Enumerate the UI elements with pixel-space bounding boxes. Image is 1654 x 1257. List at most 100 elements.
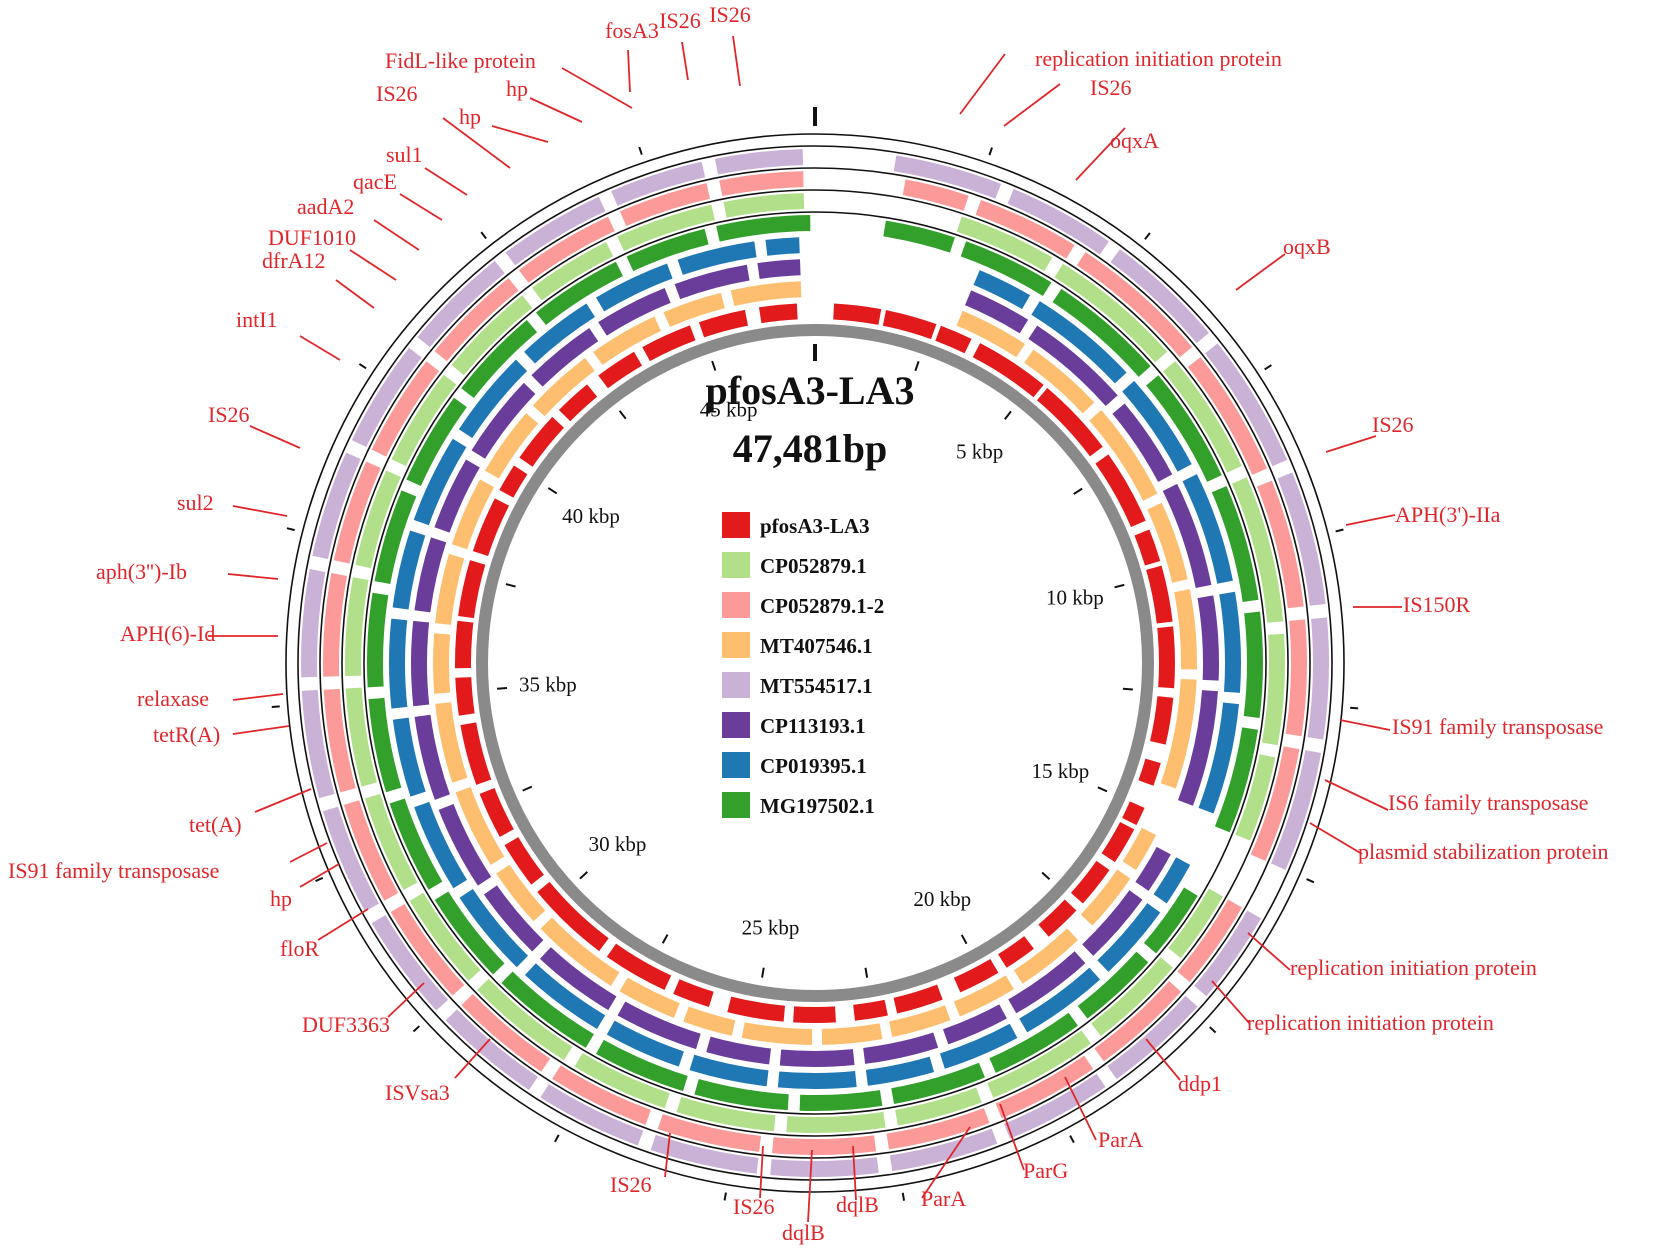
kbp-tick-label: 5 kbp bbox=[956, 440, 1003, 464]
ring-mg197502-1 bbox=[363, 211, 1267, 1115]
gene-label: dfrA12 bbox=[262, 248, 326, 273]
leader-line bbox=[852, 1145, 857, 1201]
feature-block bbox=[301, 690, 335, 799]
feature-block bbox=[461, 993, 551, 1072]
feature-block bbox=[758, 303, 798, 324]
feature-block bbox=[389, 618, 408, 709]
feature-block bbox=[1219, 591, 1242, 693]
feature-block bbox=[501, 971, 594, 1048]
backbone-ring bbox=[476, 324, 1154, 1002]
feature-block bbox=[1174, 589, 1197, 670]
gene-label: qacE bbox=[353, 169, 397, 194]
feature-block bbox=[683, 1006, 736, 1036]
gene-label-group: ddp1 bbox=[1145, 1038, 1222, 1096]
feature-block bbox=[1285, 619, 1308, 737]
leader-line bbox=[491, 125, 549, 143]
gene-label-group: IS26 bbox=[709, 2, 751, 87]
feature-block bbox=[1013, 928, 1079, 984]
inner-tick bbox=[505, 583, 516, 588]
leader-line bbox=[299, 863, 340, 888]
feature-block bbox=[391, 374, 457, 467]
gene-label-group: tetR(A) bbox=[153, 722, 290, 747]
inner-tick bbox=[618, 410, 627, 420]
feature-block bbox=[496, 864, 546, 922]
feature-block bbox=[1261, 633, 1285, 746]
feature-block bbox=[435, 702, 468, 783]
leader-line bbox=[1064, 1076, 1097, 1141]
feature-block bbox=[343, 800, 399, 901]
gene-label-group: qacE bbox=[353, 169, 443, 221]
feature-block bbox=[786, 1111, 886, 1133]
kbp-tick-label: 35 kbp bbox=[519, 673, 577, 697]
feature-block bbox=[524, 303, 595, 364]
feature-block bbox=[558, 384, 598, 422]
gene-label: IS91 family transposase bbox=[8, 858, 219, 883]
feature-block bbox=[1003, 1073, 1106, 1139]
feature-block bbox=[535, 261, 623, 326]
feature-block bbox=[975, 199, 1075, 259]
leader-line bbox=[254, 788, 312, 813]
ring-mt407546-1 bbox=[433, 281, 1197, 1045]
feature-block bbox=[461, 320, 538, 399]
leader-line bbox=[249, 425, 301, 449]
feature-block bbox=[433, 633, 451, 694]
feature-block bbox=[1019, 967, 1101, 1033]
leader-line bbox=[681, 41, 689, 81]
feature-block bbox=[455, 786, 505, 866]
legend-label: CP052879.1-2 bbox=[760, 594, 884, 618]
feature-block bbox=[663, 292, 725, 328]
feature-block bbox=[1194, 910, 1262, 997]
gene-label-group: ISVsa3 bbox=[385, 1038, 491, 1105]
feature-block bbox=[1235, 754, 1276, 841]
outer-tick bbox=[1335, 528, 1344, 533]
feature-block bbox=[956, 310, 1026, 358]
feature-block bbox=[606, 1020, 684, 1067]
gene-label: sul2 bbox=[177, 490, 214, 515]
feature-block bbox=[935, 325, 972, 354]
legend-label: CP113193.1 bbox=[760, 714, 866, 738]
outer-tick bbox=[554, 1134, 560, 1143]
feature-block bbox=[479, 788, 514, 837]
feature-block bbox=[1101, 821, 1135, 863]
feature-block bbox=[455, 620, 474, 669]
gene-label-group: plasmid stabilization protein bbox=[1309, 822, 1609, 864]
legend-swatch bbox=[722, 792, 750, 818]
feature-block bbox=[1157, 626, 1175, 689]
outer-tick bbox=[1209, 1026, 1217, 1034]
gene-label: IS26 bbox=[733, 1194, 775, 1219]
feature-block bbox=[1177, 899, 1242, 982]
gene-label: IS26 bbox=[376, 81, 418, 106]
leader-line bbox=[807, 1149, 813, 1223]
gene-label-group: hp bbox=[459, 104, 549, 143]
feature-block bbox=[821, 1023, 883, 1045]
feature-block bbox=[1007, 188, 1109, 255]
feature-block bbox=[406, 397, 467, 487]
gene-label-group: DUF3363 bbox=[302, 982, 425, 1037]
feature-block bbox=[1146, 375, 1222, 482]
feature-block bbox=[714, 149, 804, 175]
feature-block bbox=[953, 958, 999, 993]
gene-label-group: aadA2 bbox=[297, 194, 420, 251]
feature-block bbox=[368, 697, 402, 793]
feature-block bbox=[757, 259, 801, 279]
legend-item: CP019395.1 bbox=[722, 752, 867, 778]
leader-line bbox=[759, 1145, 764, 1199]
gene-label: IS26 bbox=[1372, 412, 1414, 437]
leader-line bbox=[227, 573, 279, 580]
feature-block bbox=[1143, 887, 1198, 954]
gene-label: IS26 bbox=[709, 2, 751, 27]
feature-block bbox=[626, 228, 709, 272]
gene-label: ParA bbox=[921, 1186, 966, 1211]
feature-block bbox=[524, 963, 606, 1029]
gene-label: tetR(A) bbox=[153, 722, 220, 747]
feature-block bbox=[458, 560, 486, 619]
gene-label-group: ParA bbox=[1064, 1076, 1143, 1152]
feature-block bbox=[965, 290, 1029, 334]
gene-label-group: hp bbox=[270, 863, 340, 911]
feature-block bbox=[1089, 410, 1158, 501]
leader-line bbox=[1247, 932, 1291, 971]
feature-block bbox=[1094, 981, 1182, 1062]
feature-block bbox=[414, 537, 447, 613]
leader-line bbox=[1345, 514, 1396, 526]
